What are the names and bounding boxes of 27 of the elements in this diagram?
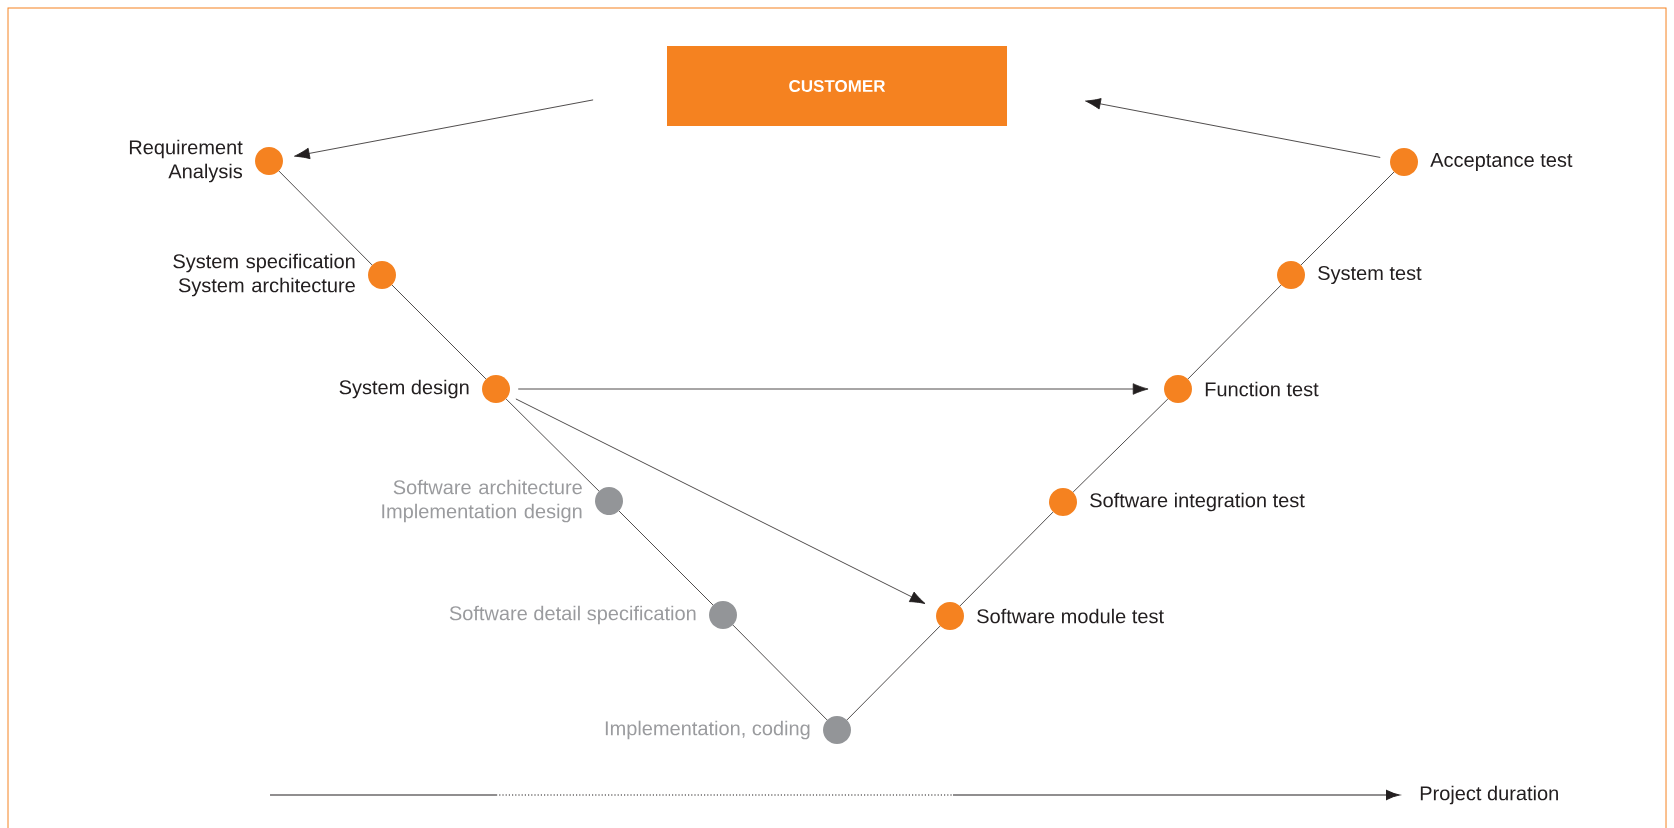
step-label: System design [339,379,469,399]
connector-line [618,510,714,606]
step-label: Software integration test [1090,492,1305,512]
step-label: Software module test [977,608,1164,624]
connector-line [732,624,828,721]
step-label: Implementation, coding [605,720,810,740]
step-label: Requirement Analysis [129,139,243,183]
step-label: System test [1318,265,1422,285]
step-label: System specification System architecture [173,253,355,297]
arrow [515,398,926,604]
connector-line [391,284,487,380]
connector-line [1187,284,1282,380]
arrow [1085,98,1381,158]
connector-line [1072,398,1169,493]
connector-line [278,170,373,266]
step-label: Function test [1205,381,1319,397]
step-label: Software architecture Implementation design [382,479,582,523]
step-label: Acceptance test [1430,153,1573,171]
connector-line [959,511,1054,607]
step-label: Software detail specification [449,605,696,625]
arrow [517,383,1149,395]
connector-line [846,625,941,721]
customer-box: CUSTOMER [667,46,1007,126]
arrow [294,99,594,160]
connector-line [505,398,600,492]
connector-line [1300,171,1395,266]
axis-label: Project duration [1420,785,1558,805]
